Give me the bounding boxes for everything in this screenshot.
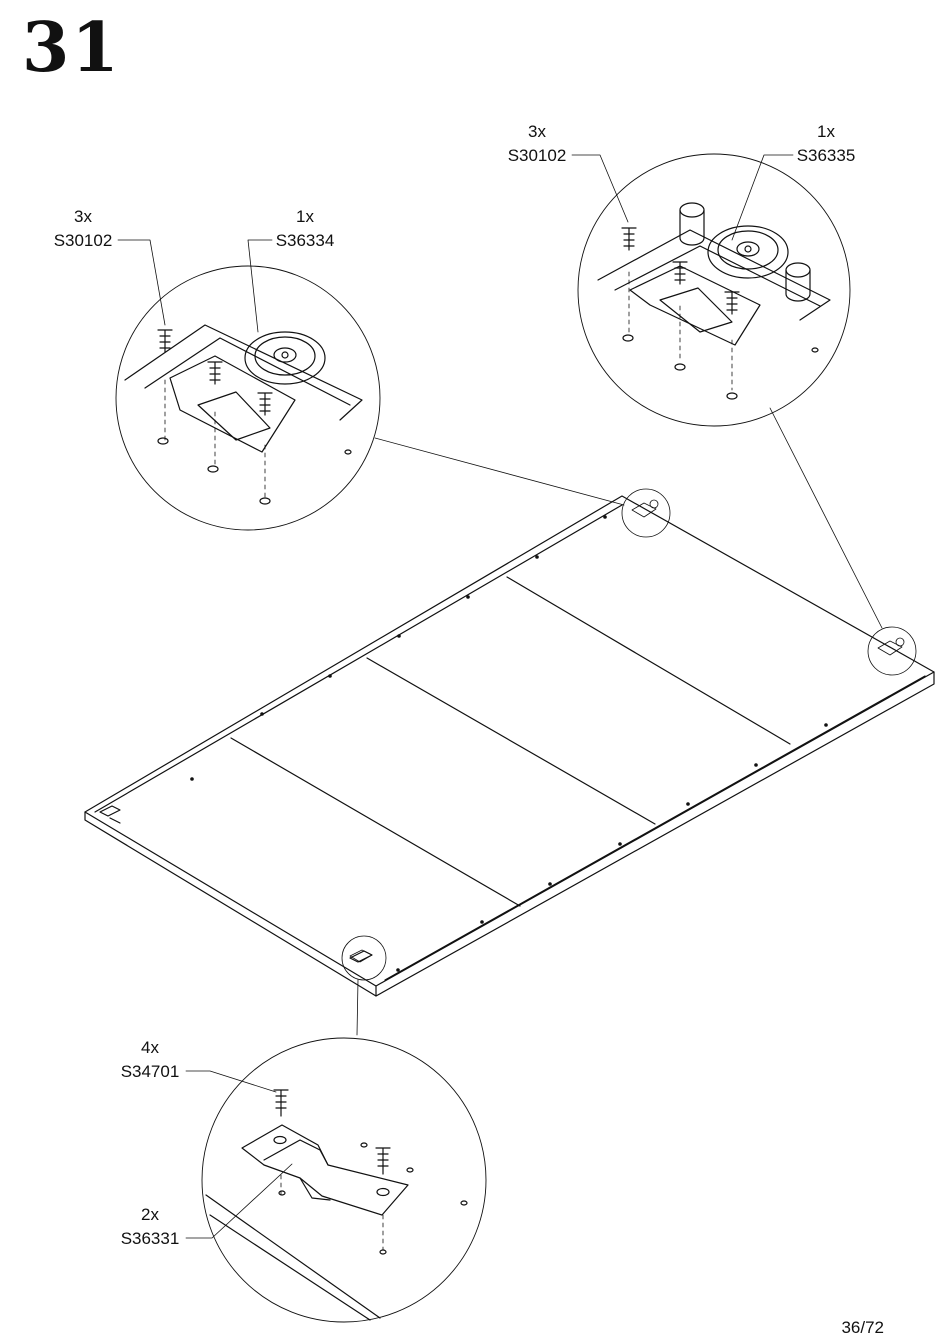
part-label-bottom-screw: 4x S34701: [117, 1036, 183, 1084]
part-qty: 4x: [141, 1038, 159, 1057]
panel-top-face: [84, 495, 935, 987]
part-qty: 3x: [74, 207, 92, 226]
part-label-tl-screw: 3x S30102: [50, 205, 116, 253]
leader-line: [374, 437, 625, 506]
panel-divider: [230, 737, 521, 907]
part-label-tr-screw: 3x S30102: [504, 120, 570, 168]
screw-icon: [273, 1089, 289, 1117]
detail-circle-top-left: [115, 239, 381, 531]
panel-divider: [506, 576, 791, 745]
panel-front-edge: [375, 671, 935, 997]
screw-icon: [724, 291, 740, 315]
part-code: S36335: [796, 146, 856, 165]
marker-details: [349, 499, 905, 963]
part-code: S36334: [275, 231, 335, 250]
zoom-marker-top: [621, 488, 671, 538]
part-label-tl-wheel: 1x S36334: [272, 205, 338, 253]
part-qty: 3x: [528, 122, 546, 141]
part-qty: 1x: [817, 122, 835, 141]
screw-icon: [375, 1147, 391, 1175]
step-number: 31: [22, 8, 121, 88]
page-number: 36/72: [841, 1318, 884, 1337]
detail-circle-top-right: [571, 153, 851, 427]
rim-holes: [190, 515, 828, 972]
part-code: S30102: [53, 231, 113, 250]
detail-circle-bottom: [185, 1037, 487, 1323]
leader-line: [356, 979, 359, 1036]
panel-rim-back: [94, 504, 623, 813]
part-qty: 2x: [141, 1205, 159, 1224]
zoom-marker-bottom: [341, 935, 387, 981]
screw-icon: [207, 361, 223, 385]
part-code: S34701: [120, 1062, 180, 1081]
panel: [84, 495, 935, 997]
panel-divider: [366, 657, 656, 825]
part-qty: 1x: [296, 207, 314, 226]
zoom-marker-right: [867, 626, 917, 676]
part-label-bottom-bracket: 2x S36331: [117, 1203, 183, 1251]
screw-icon: [672, 261, 688, 285]
part-code: S36331: [120, 1229, 180, 1248]
leader-line: [769, 407, 883, 629]
screw-icon: [157, 329, 173, 353]
panel-left-edge: [84, 811, 377, 997]
panel-rim-front: [384, 675, 926, 981]
screw-icon: [257, 392, 273, 416]
part-code: S30102: [507, 146, 567, 165]
screw-icon: [621, 227, 637, 251]
part-label-tr-wheel: 1x S36335: [793, 120, 859, 168]
